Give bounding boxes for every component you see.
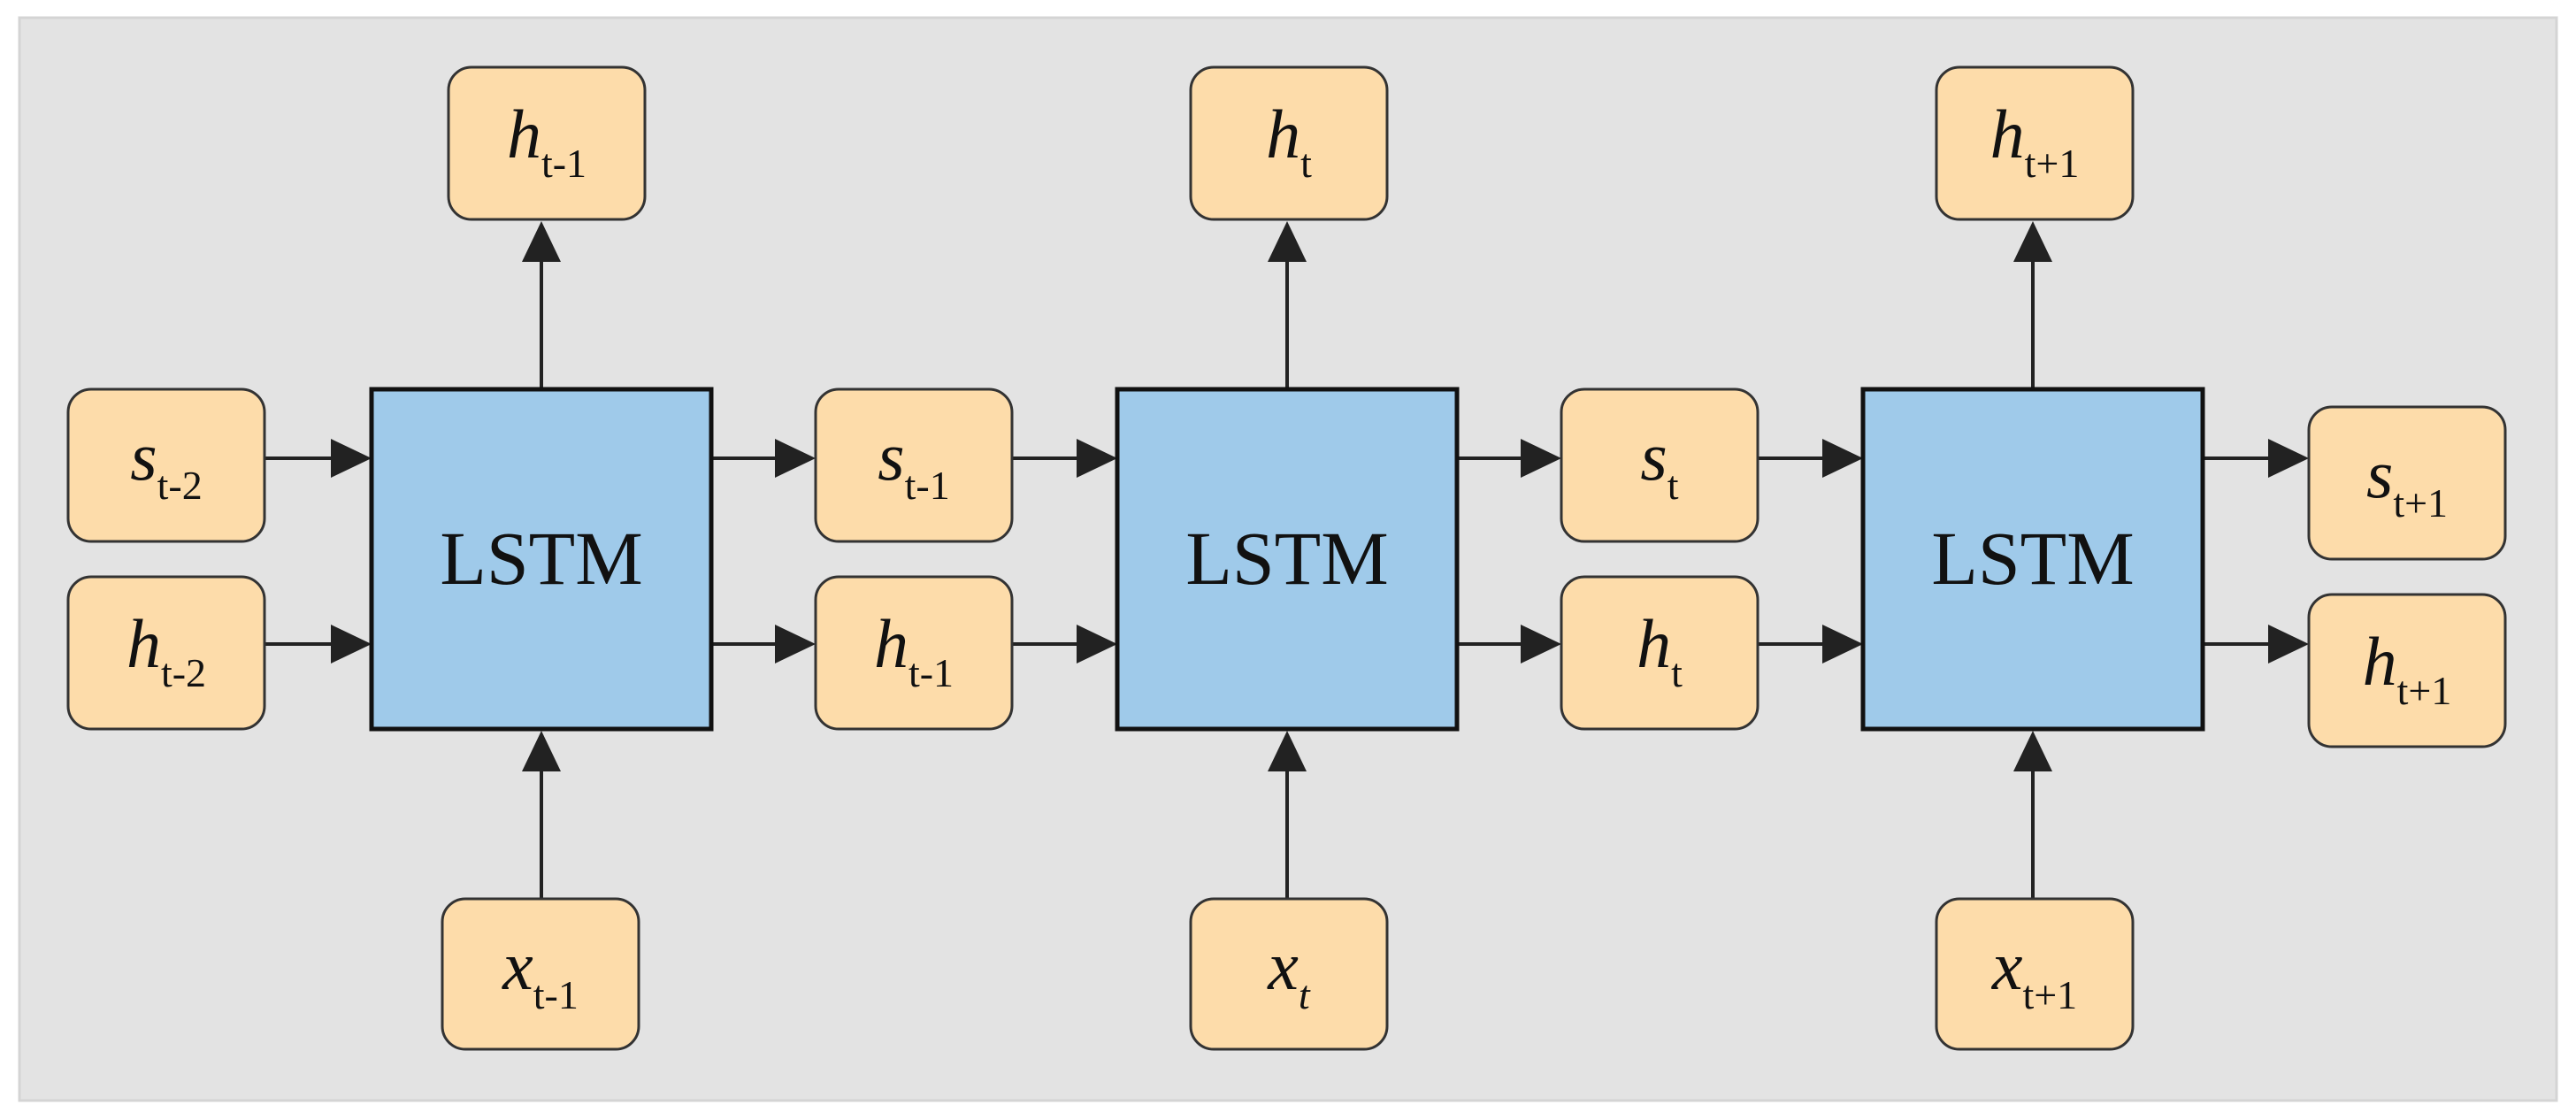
- hidden-state-h-t: ht: [1560, 575, 1760, 731]
- output-arrow: [522, 221, 561, 389]
- input-subscript: t+1: [2022, 972, 2077, 1017]
- state-subscript: t+1: [2397, 668, 2452, 713]
- output-h-t+1: ht+1: [1935, 65, 2135, 221]
- svg-text:ht: ht: [1637, 605, 1683, 695]
- state-arrow: [1012, 625, 1117, 664]
- svg-text:xt+1: xt+1: [1991, 927, 2077, 1017]
- svg-text:xt: xt: [1267, 927, 1311, 1017]
- arrows-layer: [264, 221, 2309, 899]
- svg-text:ht-2: ht-2: [126, 605, 206, 695]
- lstm-cell-label: LSTM: [440, 516, 642, 601]
- svg-text:st: st: [1640, 418, 1678, 508]
- state-arrow: [1457, 625, 1561, 664]
- input-var: x: [1991, 927, 2023, 1004]
- output-var: h: [1266, 96, 1300, 173]
- state-subscript: t: [1671, 650, 1683, 695]
- output-subscript: t-1: [541, 141, 586, 186]
- state-subscript: t-2: [157, 463, 203, 508]
- output-subscript: t+1: [2025, 141, 2080, 186]
- state-arrow: [1758, 625, 1863, 664]
- svg-text:st-1: st-1: [878, 418, 949, 508]
- input-arrow: [2013, 731, 2052, 899]
- lstm-cell-2: LSTM: [1115, 387, 1460, 732]
- lstm-cell-label: LSTM: [1185, 516, 1388, 601]
- svg-text:st-2: st-2: [130, 418, 202, 508]
- output-arrow: [1268, 221, 1307, 389]
- svg-text:xt-1: xt-1: [502, 927, 579, 1017]
- state-arrow: [264, 625, 372, 664]
- svg-text:ht-1: ht-1: [874, 605, 954, 695]
- state-arrow: [1758, 439, 1863, 478]
- state-subscript: t: [1668, 463, 1679, 508]
- output-var: h: [1990, 96, 2025, 173]
- input-x-t: xt: [1189, 897, 1389, 1051]
- state-arrow: [264, 439, 372, 478]
- input-subscript: t: [1299, 972, 1311, 1017]
- state-subscript: t+1: [2393, 480, 2448, 525]
- cell-state-s-t: st: [1560, 387, 1760, 543]
- state-subscript: t-1: [908, 650, 954, 695]
- output-h-t: ht: [1189, 65, 1389, 221]
- input-arrow: [1268, 731, 1307, 899]
- state-arrow: [1012, 439, 1117, 478]
- state-arrow: [711, 439, 816, 478]
- state-subscript: t-1: [905, 463, 950, 508]
- input-var: x: [502, 927, 533, 1004]
- hidden-state-h-t-1: ht-1: [814, 575, 1014, 731]
- input-x-t+1: xt+1: [1935, 897, 2135, 1051]
- input-var: x: [1267, 927, 1299, 1004]
- output-arrow: [2013, 221, 2052, 389]
- lstm-cell-1: LSTM: [369, 387, 714, 732]
- input-subscript: t-1: [533, 972, 579, 1017]
- output-var: h: [507, 96, 541, 173]
- output-h-t-1: ht-1: [447, 65, 647, 221]
- svg-text:ht-1: ht-1: [507, 96, 586, 186]
- input-arrow: [522, 731, 561, 899]
- svg-text:ht+1: ht+1: [1990, 96, 2080, 186]
- svg-text:ht+1: ht+1: [2363, 623, 2452, 713]
- cell-state-s-t-2: st-2: [66, 387, 266, 543]
- state-arrow: [2203, 439, 2309, 478]
- input-x-t-1: xt-1: [441, 897, 640, 1051]
- hidden-state-h-t-2: ht-2: [66, 575, 266, 731]
- cell-state-s-t-1: st-1: [814, 387, 1014, 543]
- state-arrow: [711, 625, 816, 664]
- svg-text:ht: ht: [1266, 96, 1312, 186]
- lstm-cell-3: LSTM: [1860, 387, 2205, 732]
- svg-text:st+1: st+1: [2366, 435, 2448, 525]
- state-arrow: [1457, 439, 1561, 478]
- hidden-state-h-t+1: ht+1: [2307, 593, 2507, 748]
- lstm-cell-label: LSTM: [1931, 516, 2134, 601]
- state-subscript: t-2: [161, 650, 206, 695]
- state-arrow: [2203, 625, 2309, 664]
- cell-state-s-t+1: st+1: [2307, 405, 2507, 561]
- output-subscript: t: [1300, 141, 1312, 186]
